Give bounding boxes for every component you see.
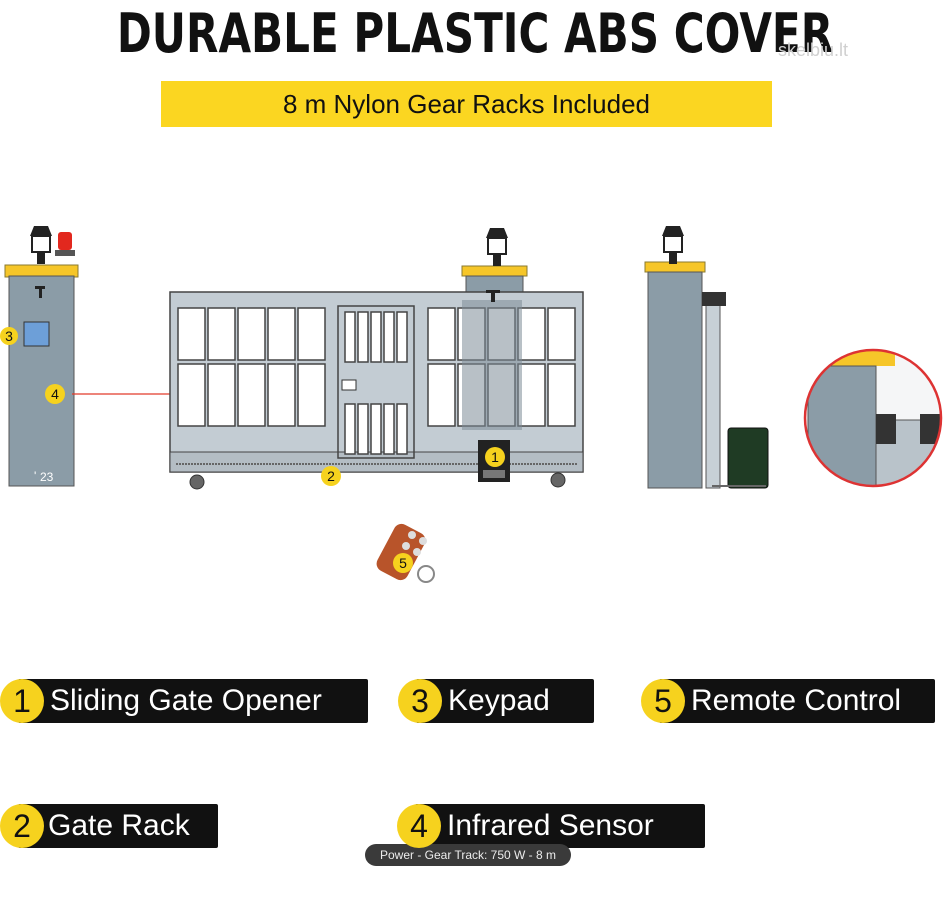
tooltip: Power - Gear Track: 750 W - 8 m — [365, 844, 571, 866]
legend-label: Infrared Sensor — [415, 804, 705, 848]
legend-number: 2 — [0, 804, 44, 848]
marker-3-label: 3 — [5, 328, 13, 344]
left-post: ' — [4, 264, 79, 487]
legend-number: 4 — [397, 804, 441, 848]
legend-label: Sliding Gate Opener — [18, 679, 368, 723]
legend-number: 5 — [641, 679, 685, 723]
subtitle-banner: 8 m Nylon Gear Racks Included — [161, 81, 772, 127]
marker-5 — [393, 553, 413, 573]
legend-number: 1 — [0, 679, 44, 723]
post-number: ' — [34, 469, 36, 483]
lamp-icon — [486, 228, 508, 266]
legend-label: Remote Control — [659, 679, 935, 723]
post-number-text: 23 — [40, 470, 54, 484]
marker-2-label: 2 — [327, 468, 335, 484]
marker-1-label: 1 — [491, 449, 499, 465]
page-title: DURABLE PLASTIC ABS COVER — [116, 2, 834, 65]
detail-magnifier — [803, 348, 943, 488]
legend-number: 3 — [398, 679, 442, 723]
right-post — [644, 261, 769, 489]
watermark: skelbiu.lt — [778, 40, 849, 60]
lamp-icon — [30, 226, 52, 264]
remote-control-icon — [376, 523, 435, 583]
marker-4-label: 4 — [51, 386, 59, 402]
marker-2 — [321, 466, 341, 486]
marker-5-label: 5 — [399, 555, 407, 571]
lamp-icon — [662, 226, 684, 264]
sliding-gate — [169, 290, 584, 490]
gate-illustration: ' 23 — [0, 226, 943, 583]
marker-1 — [485, 447, 505, 467]
alarm-light-icon — [55, 232, 75, 256]
marker-4 — [45, 384, 65, 404]
legend-label: Gate Rack — [18, 804, 218, 848]
legend-label: Keypad — [416, 679, 594, 723]
marker-3 — [0, 327, 18, 345]
